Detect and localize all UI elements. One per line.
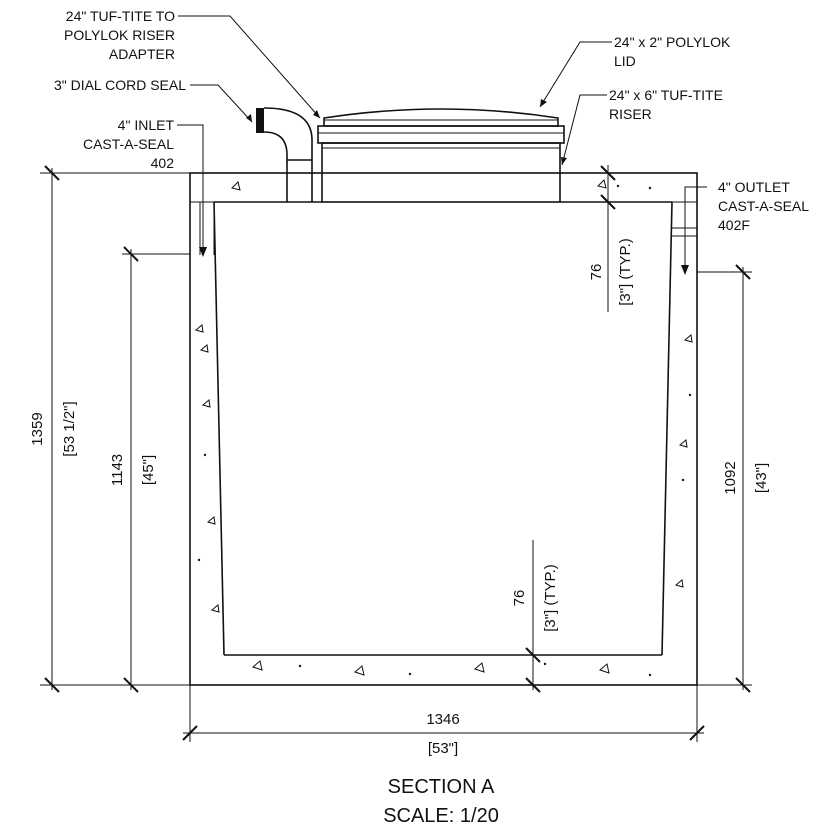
dim-overall-width-mm: 1346 [426,711,459,728]
dim-inlet-height: 1143 [45"] [109,246,190,693]
callout-lid-line-1: 24" x 2" POLYLOK [614,34,731,50]
callout-dial-cord-seal: 3" DIAL CORD SEAL [54,77,186,93]
riser-adapter [317,125,565,144]
callout-lid: 24" x 2" POLYLOK LID [614,34,731,69]
callout-adapter-line-2: POLYLOK RISER [64,27,175,43]
dim-floor-thickness: 76 [3"] (TYP.) [511,540,559,693]
dim-wall-thickness-mm: 76 [588,264,605,281]
callout-lid-line-2: LID [614,53,636,69]
callout-outlet: 4" OUTLET CAST-A-SEAL 402F [718,179,809,233]
callout-inlet-line-2: CAST-A-SEAL [83,136,174,152]
dim-inlet-height-mm: 1143 [109,454,126,486]
leader-arrowheads [199,99,689,275]
dim-overall-height: 1359 [53 1/2"] [29,165,190,693]
callout-outlet-line-2: CAST-A-SEAL [718,198,809,214]
dial-cord-seal [256,108,264,133]
dim-inlet-height-in: [45"] [140,455,157,485]
section-title: SECTION A [388,776,495,798]
inlet-pipe [199,107,313,255]
callout-riser-line-1: 24" x 6" TUF-TITE [609,87,723,103]
polylok-lid [323,108,559,127]
dim-outlet-height: 1092 [43"] [697,264,770,693]
leader-lines [177,15,707,272]
dim-overall-height-mm: 1359 [29,412,46,445]
dim-wall-thickness-in: [3"] (TYP.) [617,238,634,306]
inner-wall-right [661,201,673,656]
callout-inlet-line-1: 4" INLET [118,117,175,133]
dim-overall-height-in: [53 1/2"] [61,401,78,456]
riser-assembly [317,108,565,203]
callout-riser: 24" x 6" TUF-TITE RISER [609,87,723,122]
callout-inlet: 4" INLET CAST-A-SEAL 402 [83,117,174,171]
dim-outlet-height-in: [43"] [753,463,770,493]
callout-adapter-line-1: 24" TUF-TITE TO [66,8,175,24]
dim-floor-thickness-in: [3"] (TYP.) [542,564,559,632]
callout-inlet-line-3: 402 [151,155,175,171]
scale-label: SCALE: 1/20 [383,805,499,827]
callout-adapter-line-3: ADAPTER [109,46,175,62]
callout-riser-line-2: RISER [609,106,652,122]
callout-outlet-line-1: 4" OUTLET [718,179,790,195]
dim-wall-thickness: 76 [3"] (TYP.) [588,165,634,312]
callout-outlet-line-3: 402F [718,217,750,233]
dim-outlet-height-mm: 1092 [722,461,739,494]
tank-outer-outline [189,172,698,686]
dim-overall-width: 1346 [53"] [182,685,705,757]
concrete-hatch [194,179,693,677]
callout-adapter: 24" TUF-TITE TO POLYLOK RISER ADAPTER [64,8,175,62]
inner-wall-left [213,201,225,656]
dim-floor-thickness-mm: 76 [511,590,528,607]
dim-overall-width-in: [53"] [428,740,458,757]
tank-body [189,172,698,686]
